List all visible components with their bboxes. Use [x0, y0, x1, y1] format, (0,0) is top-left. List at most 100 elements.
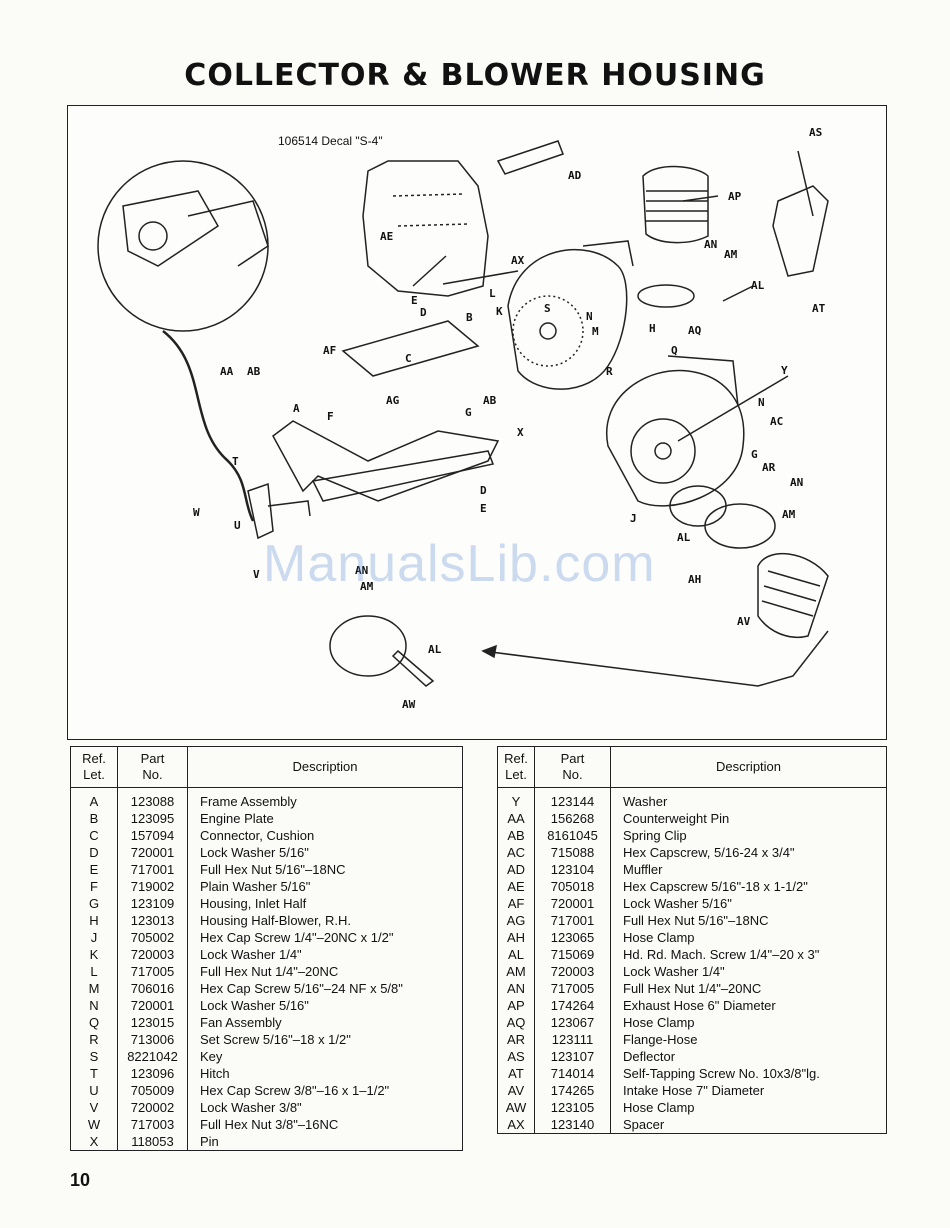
col-ref-header: Ref. Let.	[70, 746, 118, 788]
callout-n-2: N	[758, 396, 765, 409]
clamp-arrow-line	[482, 630, 829, 687]
description-cell: Hose Clamp	[610, 929, 887, 946]
ref-cell: AC	[497, 844, 535, 861]
part-number-cell: 123095	[117, 810, 188, 827]
callout-ap: AP	[728, 190, 742, 203]
description-cell: Hex Cap Screw 3/8"–16 x 1–1/2"	[187, 1082, 463, 1099]
part-number-cell: 123065	[534, 929, 611, 946]
description-cell: Hose Clamp	[610, 1099, 887, 1116]
callout-a: A	[293, 402, 300, 415]
callout-an-2: AN	[790, 476, 804, 489]
description-cell: Spring Clip	[610, 827, 887, 844]
ref-cell: AV	[497, 1082, 535, 1099]
callout-l: L	[489, 287, 496, 300]
part-number-cell: 720003	[117, 946, 188, 963]
callout-ab-2: AB	[483, 394, 497, 407]
description-cell: Self-Tapping Screw No. 10x3/8"lg.	[610, 1065, 887, 1082]
part-number-cell: 720001	[534, 895, 611, 912]
part-number-cell: 123109	[117, 895, 188, 912]
detail-magnifier-circle	[97, 160, 269, 332]
callout-w: W	[193, 506, 200, 519]
callout-ae: AE	[380, 230, 394, 243]
hitch	[247, 482, 311, 540]
muffler	[496, 140, 564, 175]
ref-cell: F	[70, 878, 118, 895]
part-number-cell: 720001	[117, 844, 188, 861]
description-cell: Hex Capscrew 5/16"-18 x 1-1/2"	[610, 878, 887, 895]
col-part-header: Part No.	[117, 746, 188, 788]
callout-d-2: D	[480, 484, 487, 497]
description-cell: Lock Washer 5/16"	[187, 844, 463, 861]
col-part-header: Part No.	[534, 746, 611, 788]
page-number: 10	[70, 1170, 91, 1190]
ref-cell: B	[70, 810, 118, 827]
description-cell: Counterweight Pin	[610, 810, 887, 827]
ref-cell: D	[70, 844, 118, 861]
ref-cell: R	[70, 1031, 118, 1048]
ref-cell: L	[70, 963, 118, 980]
description-cell: Lock Washer 5/16"	[610, 895, 887, 912]
callout-aa: AA	[220, 365, 234, 378]
callout-c: C	[405, 352, 412, 365]
inlet-housing	[605, 369, 745, 507]
callout-am: AM	[724, 248, 738, 261]
description-cell: Lock Washer 5/16"	[187, 997, 463, 1014]
callout-e-2: E	[480, 502, 487, 515]
decal-label: 106514 Decal "S-4"	[278, 134, 383, 148]
description-cell: Lock Washer 3/8"	[187, 1099, 463, 1116]
ref-cell: M	[70, 980, 118, 997]
ref-cell: AP	[497, 997, 535, 1014]
part-number-cell: 123088	[117, 787, 188, 810]
callout-an-3: AN	[355, 564, 369, 577]
description-cell: Exhaust Hose 6" Diameter	[610, 997, 887, 1014]
ref-cell: AX	[497, 1116, 535, 1134]
callout-al-2: AL	[677, 531, 691, 544]
part-number-cell: 123096	[117, 1065, 188, 1082]
callout-v: V	[253, 568, 260, 581]
callout-ax: AX	[511, 254, 525, 267]
part-number-cell: 720002	[117, 1099, 188, 1116]
hose-clamp-aq	[637, 284, 695, 308]
ref-cell: AW	[497, 1099, 535, 1116]
part-number-cell: 123144	[534, 787, 611, 810]
callout-af: AF	[323, 344, 337, 357]
part-number-cell: 123140	[534, 1116, 611, 1134]
callout-ag: AG	[386, 394, 400, 407]
callout-am-3: AM	[360, 580, 374, 593]
description-cell: Muffler	[610, 861, 887, 878]
callout-r: R	[606, 365, 613, 378]
part-number-cell: 123013	[117, 912, 188, 929]
page-title: COLLECTOR & BLOWER HOUSING	[184, 58, 766, 93]
description-cell: Washer	[610, 787, 887, 810]
callout-ah: AH	[688, 573, 702, 586]
hose-clamp-aw	[329, 615, 407, 677]
callout-e: E	[411, 294, 418, 307]
part-number-cell: 174264	[534, 997, 611, 1014]
frame-assembly	[272, 420, 500, 502]
callout-u: U	[234, 519, 241, 532]
callout-d: D	[420, 306, 427, 319]
part-number-cell: 706016	[117, 980, 188, 997]
part-number-cell: 705009	[117, 1082, 188, 1099]
description-cell: Hd. Rd. Mach. Screw 1/4"–20 x 3"	[610, 946, 887, 963]
callout-g: G	[465, 406, 472, 419]
